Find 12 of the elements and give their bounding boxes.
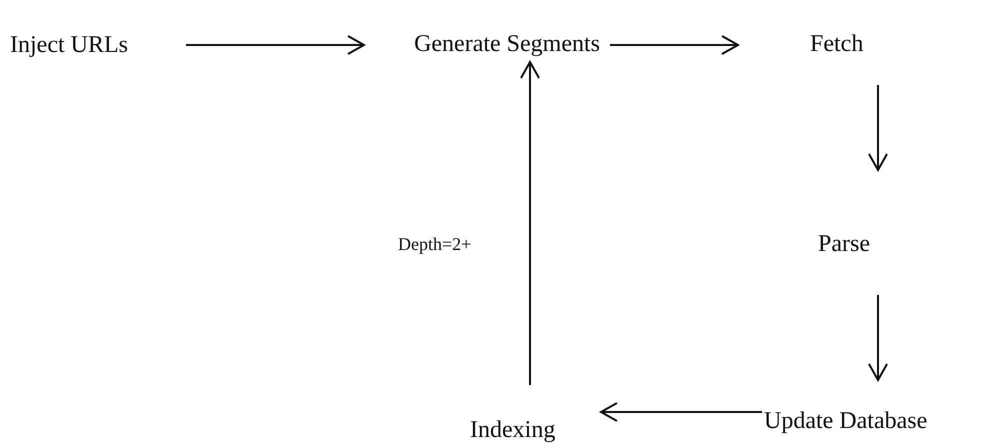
arrow [600,402,762,422]
arrow [868,295,888,381]
arrow [610,35,739,55]
step-label: Generate Segments [414,30,600,58]
arrow [186,35,365,55]
arrow [520,61,540,385]
arrow [868,85,888,171]
step-label: Update Database [764,407,928,436]
step-label: Parse [818,230,870,259]
step-label: Fetch [810,30,864,59]
step-label: Indexing [470,416,556,445]
step-label: Inject URLs [10,30,128,60]
